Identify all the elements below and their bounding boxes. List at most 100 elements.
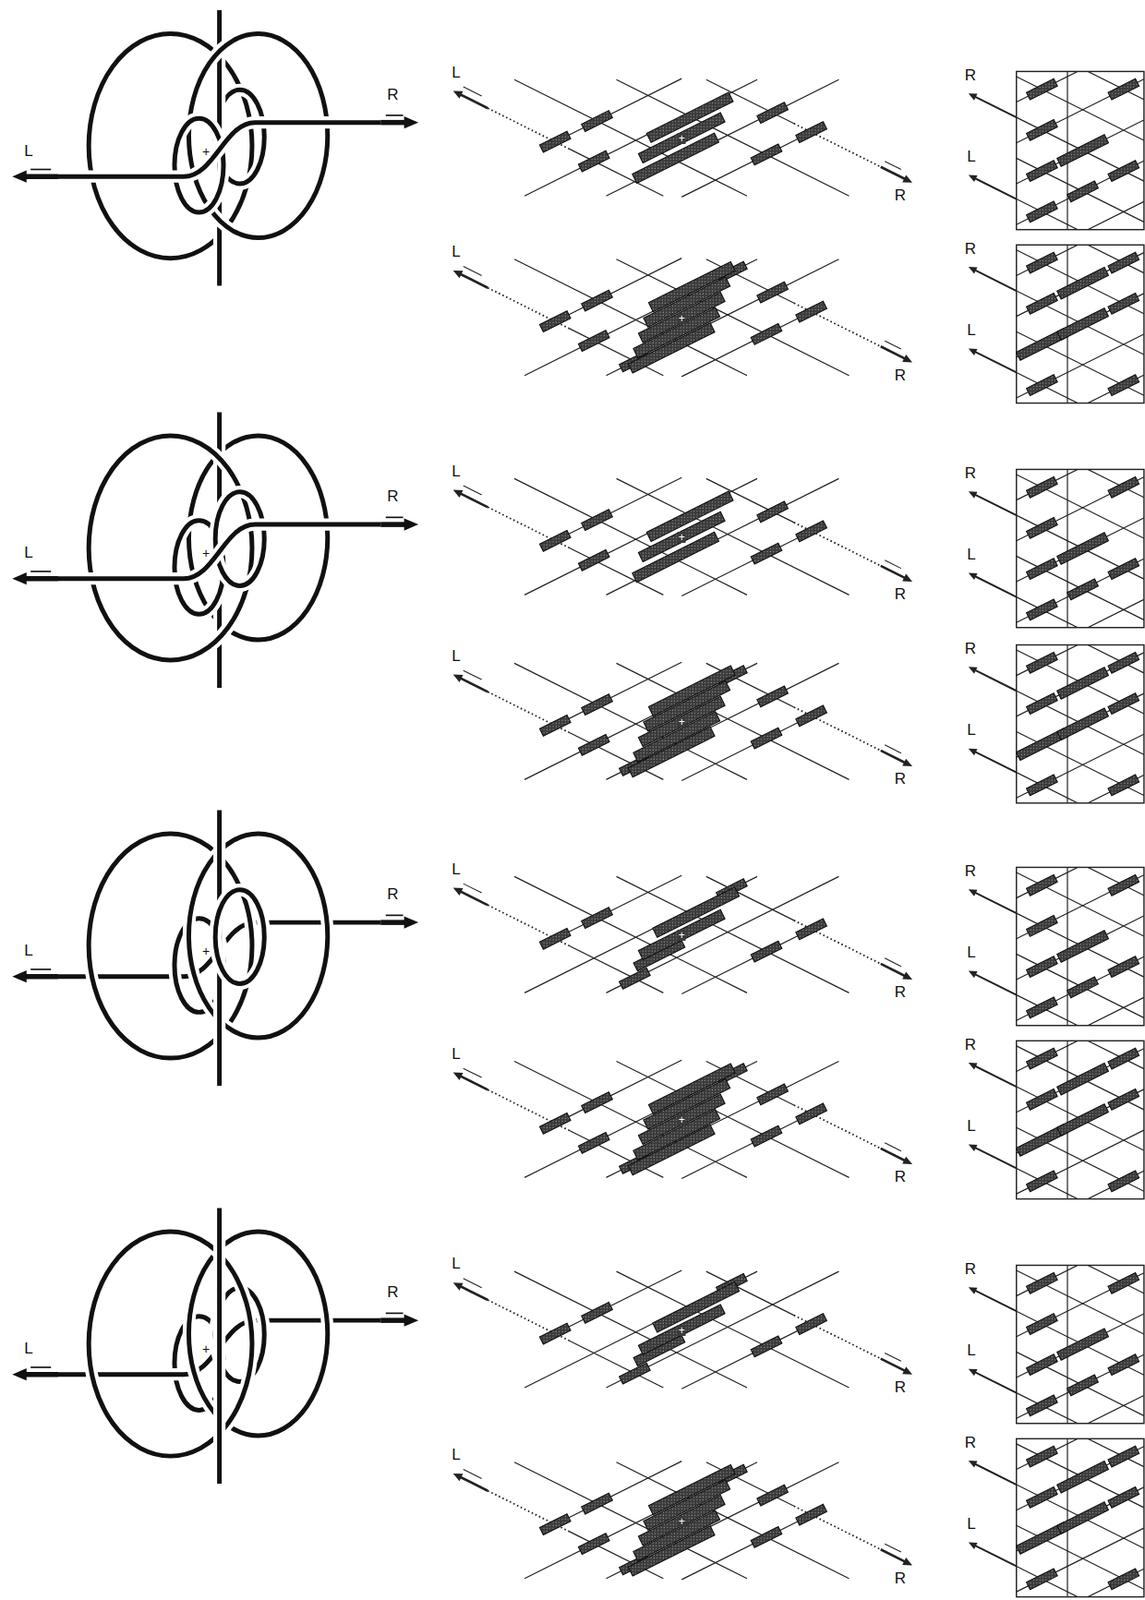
- direction-label: L: [451, 1046, 460, 1062]
- label-anchor: L: [966, 322, 976, 339]
- label-anchor: R: [964, 1036, 977, 1054]
- label-anchor: L: [451, 648, 460, 665]
- direction-label: R: [386, 1284, 398, 1301]
- label-anchor: R: [894, 771, 906, 788]
- label-anchor: R: [964, 465, 977, 483]
- direction-label: L: [966, 722, 976, 738]
- direction-label: R: [964, 67, 977, 84]
- label-anchor: L: [966, 944, 976, 962]
- label-anchor: R: [964, 241, 977, 258]
- sign-label: +: [677, 313, 687, 325]
- label-anchor: R: [964, 1434, 977, 1452]
- sign-label: +: [201, 144, 211, 158]
- band-diagram: [453, 1270, 913, 1389]
- direction-label: R: [386, 86, 398, 103]
- band-diagram: [453, 662, 913, 781]
- direction-label: R: [964, 465, 977, 482]
- knot-figure: [12, 412, 419, 688]
- sign-label: +: [677, 132, 687, 145]
- label-anchor: R: [964, 1261, 977, 1278]
- direction-label: L: [966, 1118, 976, 1134]
- label-anchor: R: [894, 187, 906, 205]
- sign-label: +: [677, 929, 687, 941]
- sign-label: +: [677, 1325, 687, 1337]
- label-anchor: R: [964, 67, 977, 85]
- direction-label: R: [386, 488, 398, 505]
- direction-label: R: [964, 1261, 977, 1278]
- sign-label: +: [677, 1114, 687, 1126]
- sign-label: +: [201, 546, 211, 560]
- band-diagram: [453, 477, 913, 596]
- sign-label: +: [677, 716, 687, 728]
- direction-label: R: [894, 1169, 906, 1185]
- label-anchor: R: [964, 640, 977, 658]
- label-anchor: +: [201, 1340, 211, 1358]
- label-anchor: R: [386, 86, 398, 104]
- label-anchor: R: [894, 1379, 906, 1397]
- direction-label: R: [964, 1434, 977, 1451]
- direction-label: L: [24, 942, 33, 959]
- direction-label: L: [451, 861, 460, 878]
- sign-label: +: [201, 944, 211, 958]
- direction-label: L: [966, 148, 976, 165]
- label-anchor: L: [451, 243, 460, 261]
- label-anchor: R: [894, 1570, 906, 1588]
- label-anchor: +: [677, 309, 687, 326]
- direction-label: L: [24, 1340, 33, 1357]
- direction-label: L: [451, 648, 460, 664]
- direction-label: L: [966, 944, 976, 961]
- label-anchor: L: [451, 1046, 460, 1063]
- label-anchor: L: [24, 942, 33, 960]
- label-anchor: +: [201, 143, 211, 160]
- direction-label: L: [966, 546, 976, 563]
- label-anchor: L: [24, 143, 33, 160]
- label-anchor: L: [451, 463, 460, 481]
- label-anchor: L: [966, 1516, 976, 1533]
- label-anchor: +: [677, 712, 687, 730]
- label-anchor: R: [386, 488, 398, 506]
- band-diagram: [453, 1461, 913, 1580]
- band-box: [968, 1224, 1145, 1465]
- direction-label: L: [966, 1516, 976, 1532]
- band-box: [968, 428, 1145, 669]
- label-anchor: R: [894, 1169, 906, 1186]
- label-anchor: L: [966, 722, 976, 739]
- knot-figure: [12, 10, 419, 286]
- label-anchor: R: [894, 367, 906, 385]
- direction-label: R: [964, 640, 977, 657]
- label-anchor: R: [894, 586, 906, 603]
- label-anchor: L: [966, 1342, 976, 1360]
- band-box: [968, 204, 1145, 445]
- label-anchor: R: [386, 886, 398, 904]
- direction-label: R: [894, 1570, 906, 1587]
- label-anchor: L: [451, 861, 460, 879]
- label-anchor: L: [451, 64, 460, 82]
- direction-label: L: [24, 143, 33, 159]
- label-anchor: R: [894, 984, 906, 1001]
- direction-label: R: [386, 886, 398, 903]
- direction-label: R: [964, 863, 977, 880]
- label-anchor: L: [451, 1255, 460, 1273]
- sign-label: +: [677, 531, 687, 543]
- label-anchor: +: [677, 926, 687, 943]
- direction-label: L: [451, 1255, 460, 1272]
- direction-label: L: [966, 322, 976, 338]
- band-box: [968, 603, 1145, 844]
- direction-label: L: [451, 463, 460, 480]
- direction-label: R: [894, 771, 906, 787]
- band-diagram: [453, 258, 913, 377]
- sign-label: +: [201, 1342, 211, 1356]
- direction-label: R: [964, 1036, 977, 1053]
- label-anchor: +: [677, 1110, 687, 1128]
- direction-label: R: [894, 1379, 906, 1396]
- label-anchor: +: [677, 1321, 687, 1338]
- sign-label: +: [677, 1516, 687, 1528]
- direction-label: R: [894, 187, 906, 204]
- label-anchor: +: [677, 528, 687, 545]
- knot-figure: [12, 810, 419, 1086]
- knot-figure: [12, 1208, 419, 1484]
- label-anchor: L: [451, 1446, 460, 1464]
- label-anchor: R: [964, 863, 977, 880]
- direction-label: R: [894, 367, 906, 384]
